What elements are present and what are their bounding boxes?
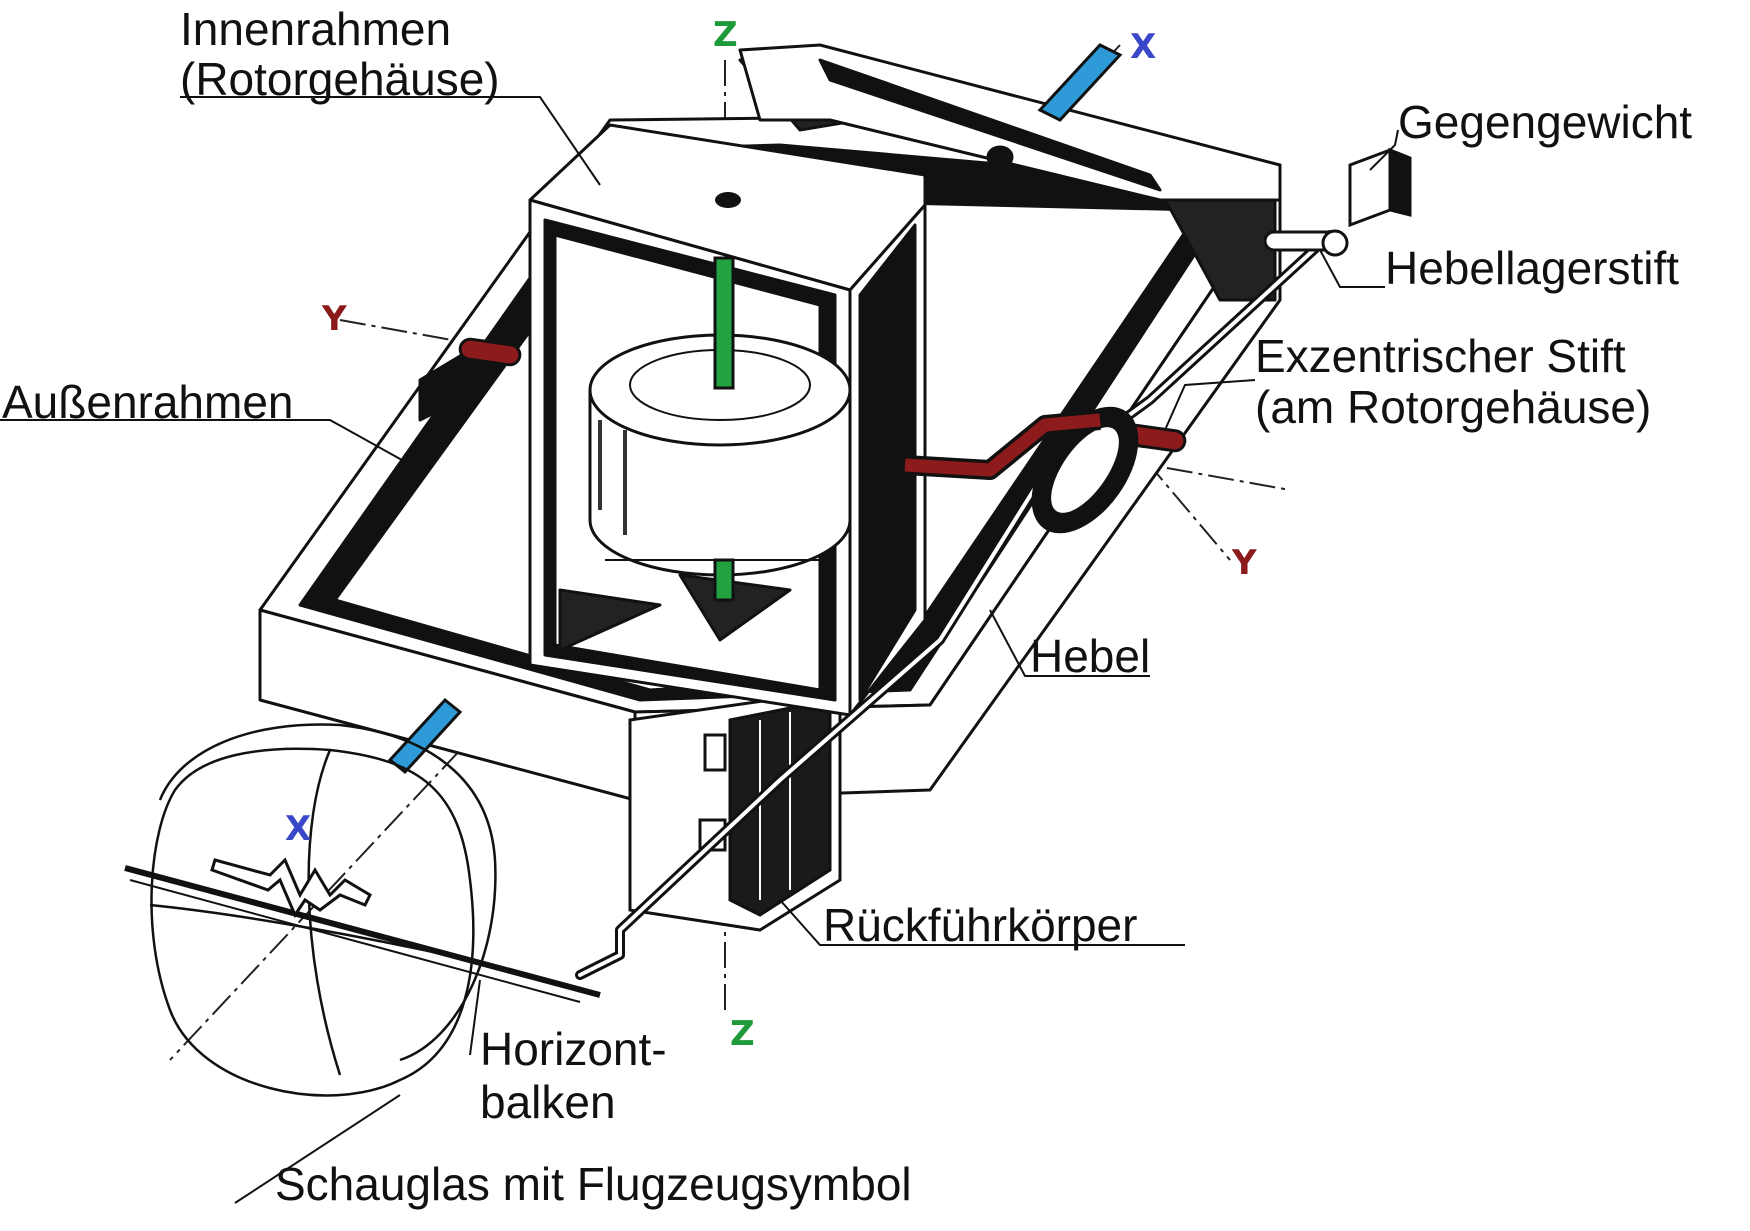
label-counterweight: Gegengewicht bbox=[1398, 96, 1692, 148]
label-horizon-bar-line2: balken bbox=[480, 1076, 616, 1128]
axis-x-bottom: X bbox=[285, 809, 311, 849]
axis-x-top: X bbox=[1130, 27, 1156, 67]
label-horizon-bar-line1: Horizont- bbox=[480, 1023, 667, 1075]
label-inner-frame-line2: (Rotorgehäuse) bbox=[180, 53, 500, 105]
label-eccentric-pin-line1: Exzentrischer Stift bbox=[1255, 330, 1626, 382]
horizon-bar bbox=[124, 865, 601, 1003]
label-outer-frame: Außenrahmen bbox=[2, 376, 294, 428]
axis-z-bottom: Z bbox=[730, 1014, 755, 1054]
leader-lines bbox=[0, 96, 1399, 1204]
label-lever: Hebel bbox=[1030, 630, 1150, 682]
lever-bearing bbox=[1263, 147, 1412, 257]
sight-glass bbox=[149, 723, 497, 1097]
y-axis-pins bbox=[458, 337, 1187, 453]
label-sight-glass: Schauglas mit Flugzeugsymbol bbox=[275, 1158, 912, 1210]
axis-z-top: Z bbox=[713, 15, 738, 55]
eccentric-pin bbox=[904, 410, 1101, 480]
label-return-body: Rückführkörper bbox=[823, 899, 1137, 951]
lever-slot-opening bbox=[1051, 427, 1119, 513]
aircraft-symbol bbox=[210, 857, 372, 919]
z-shaft bbox=[713, 192, 741, 602]
label-lever-bearing-pin: Hebellagerstift bbox=[1385, 242, 1679, 294]
x-axis-pins bbox=[387, 43, 1123, 775]
rotor bbox=[588, 333, 852, 577]
lever-inner bbox=[578, 233, 1332, 977]
axis-y-right: Y bbox=[1231, 543, 1257, 583]
label-eccentric-pin-line2: (am Rotorgehäuse) bbox=[1255, 381, 1651, 433]
label-inner-frame-line1: Innenrahmen bbox=[180, 3, 451, 55]
axis-y-left: Y bbox=[321, 299, 347, 339]
